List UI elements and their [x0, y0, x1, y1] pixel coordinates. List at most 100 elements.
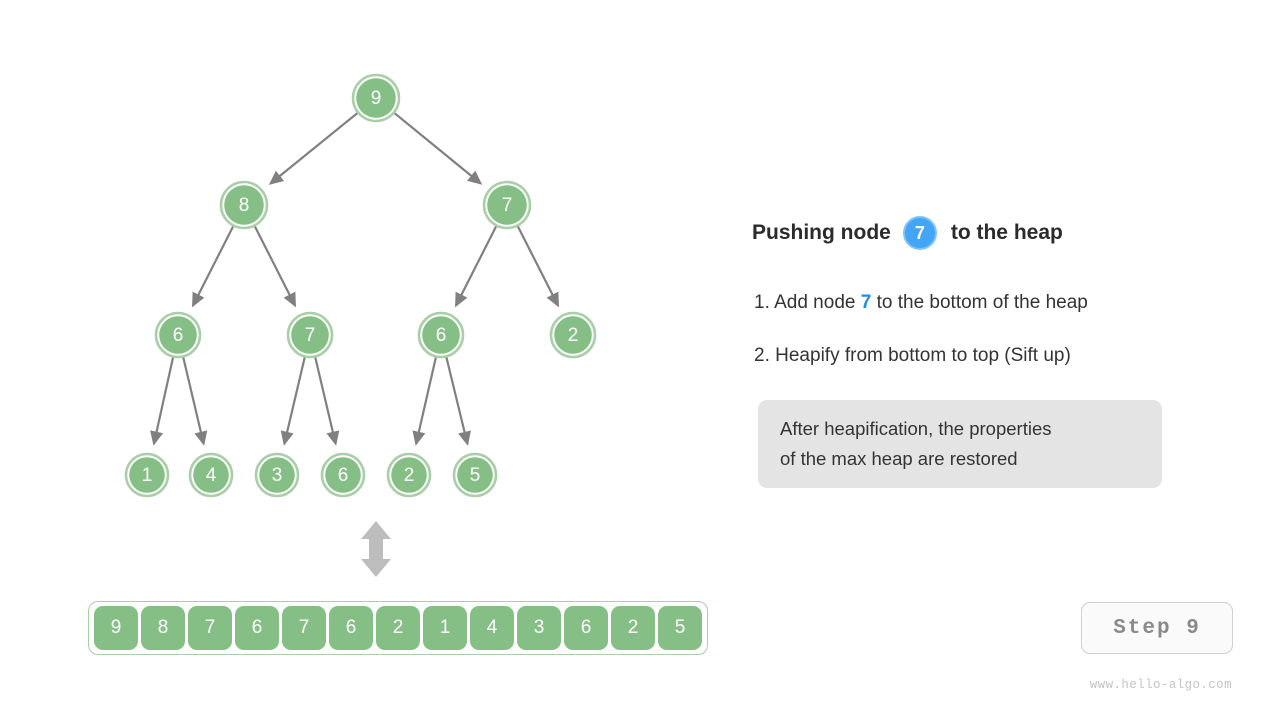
- tree-array-equivalence-arrow: [361, 521, 391, 577]
- tree-node-ring: [549, 311, 597, 359]
- tree-node-circle: [224, 185, 264, 225]
- array-cell[interactable]: 7: [188, 606, 232, 650]
- tree-node-circle: [325, 457, 361, 493]
- step-1-text-before: Add node: [774, 292, 856, 313]
- step-2-text-before: Heapify from bottom to top (Sift up): [775, 345, 1071, 366]
- tree-node-value: 9: [371, 88, 382, 109]
- callout-box: After heapification, the properties of t…: [758, 400, 1162, 489]
- watermark: www.hello-algo.com: [1089, 678, 1232, 692]
- tree-node-circle: [457, 457, 493, 493]
- tree-node[interactable]: 2: [549, 311, 597, 359]
- tree-node-ring: [386, 452, 432, 498]
- tree-edge: [182, 357, 208, 446]
- tree-node-ring: [188, 452, 234, 498]
- tree-node-ring: [417, 311, 465, 359]
- tree-node-circle: [356, 78, 396, 118]
- tree-edge: [253, 225, 297, 308]
- tree-node-value: 6: [338, 465, 349, 486]
- tree-edge: [393, 112, 483, 185]
- tree-edge: [314, 357, 340, 446]
- step-1-accent-value: 7: [860, 292, 872, 313]
- tree-node-value: 2: [404, 465, 415, 486]
- tree-node-ring: [351, 73, 401, 123]
- tree-node-ring: [254, 452, 300, 498]
- tree-node-value: 7: [502, 195, 513, 216]
- pushed-node-badge: 7: [902, 216, 937, 250]
- tree-edge: [191, 225, 235, 308]
- tree-node-ring: [124, 452, 170, 498]
- step-1-number: 1.: [754, 292, 770, 313]
- tree-node-value: 8: [239, 195, 250, 216]
- array-cell[interactable]: 7: [282, 606, 326, 650]
- tree-edge: [516, 225, 560, 308]
- tree-node-ring: [286, 311, 334, 359]
- callout-line-2: of the max heap are restored: [780, 448, 1018, 470]
- tree-node[interactable]: 9: [351, 73, 401, 123]
- tree-edge: [454, 225, 498, 308]
- tree-edge: [280, 357, 306, 446]
- tree-node-value: 6: [436, 325, 447, 346]
- array-cell[interactable]: 6: [329, 606, 373, 650]
- tree-edge: [445, 357, 471, 446]
- tree-node[interactable]: 6: [154, 311, 202, 359]
- tree-node-circle: [259, 457, 295, 493]
- tree-edge: [412, 357, 437, 446]
- headline: Pushing node 7 to the heap: [752, 216, 1063, 250]
- tree-node-ring: [320, 452, 366, 498]
- tree-node-circle: [159, 316, 197, 354]
- tree-node-value: 7: [305, 325, 316, 346]
- tree-node-ring: [219, 180, 269, 230]
- tree-node-circle: [129, 457, 165, 493]
- array-cell[interactable]: 9: [94, 606, 138, 650]
- tree-node[interactable]: 1: [124, 452, 170, 498]
- tree-node[interactable]: 2: [386, 452, 432, 498]
- tree-edge: [150, 357, 175, 446]
- array-cell[interactable]: 6: [235, 606, 279, 650]
- tree-node-ring: [154, 311, 202, 359]
- tree-node-value: 1: [142, 465, 153, 486]
- tree-node[interactable]: 8: [219, 180, 269, 230]
- array-cell[interactable]: 2: [376, 606, 420, 650]
- tree-node-value: 5: [470, 465, 481, 486]
- tree-edge: [268, 112, 359, 185]
- tree-node-circle: [391, 457, 427, 493]
- tree-node[interactable]: 3: [254, 452, 300, 498]
- tree-node-value: 3: [272, 465, 283, 486]
- tree-node-value: 2: [568, 325, 579, 346]
- tree-node[interactable]: 5: [452, 452, 498, 498]
- tree-node-value: 6: [173, 325, 184, 346]
- array-cell[interactable]: 8: [141, 606, 185, 650]
- array-cell[interactable]: 1: [423, 606, 467, 650]
- tree-node-circle: [291, 316, 329, 354]
- tree-node-circle: [193, 457, 229, 493]
- array-cell[interactable]: 4: [470, 606, 514, 650]
- tree-node[interactable]: 4: [188, 452, 234, 498]
- step-item-2: 2. Heapify from bottom to top (Sift up): [754, 345, 1071, 367]
- step-2-number: 2.: [754, 345, 770, 366]
- headline-prefix: Pushing node: [752, 221, 891, 244]
- callout-line-1: After heapification, the properties: [780, 418, 1052, 439]
- tree-node[interactable]: 7: [482, 180, 532, 230]
- tree-edges: [150, 112, 560, 446]
- step-counter-badge: Step 9: [1081, 602, 1233, 654]
- explanation-panel: Pushing node 7 to the heap 1. Add node 7…: [752, 0, 1280, 720]
- tree-node-ring: [482, 180, 532, 230]
- tree-node-ring: [452, 452, 498, 498]
- array-cell[interactable]: 6: [564, 606, 608, 650]
- array-cell[interactable]: 5: [658, 606, 702, 650]
- array-cell[interactable]: 3: [517, 606, 561, 650]
- tree-node[interactable]: 6: [320, 452, 366, 498]
- tree-node[interactable]: 6: [417, 311, 465, 359]
- tree-nodes: 9 8 7 6 7 6 2 1 4 3 6 2 5: [124, 73, 597, 498]
- tree-node-circle: [487, 185, 527, 225]
- binary-tree-diagram: 9 8 7 6 7 6 2 1 4 3 6 2 5: [124, 73, 597, 498]
- tree-node[interactable]: 7: [286, 311, 334, 359]
- array-cell[interactable]: 2: [611, 606, 655, 650]
- tree-node-circle: [554, 316, 592, 354]
- step-item-1: 1. Add node 7 to the bottom of the heap: [754, 292, 1088, 314]
- step-1-text-after: to the bottom of the heap: [876, 292, 1088, 313]
- headline-suffix: to the heap: [950, 221, 1063, 244]
